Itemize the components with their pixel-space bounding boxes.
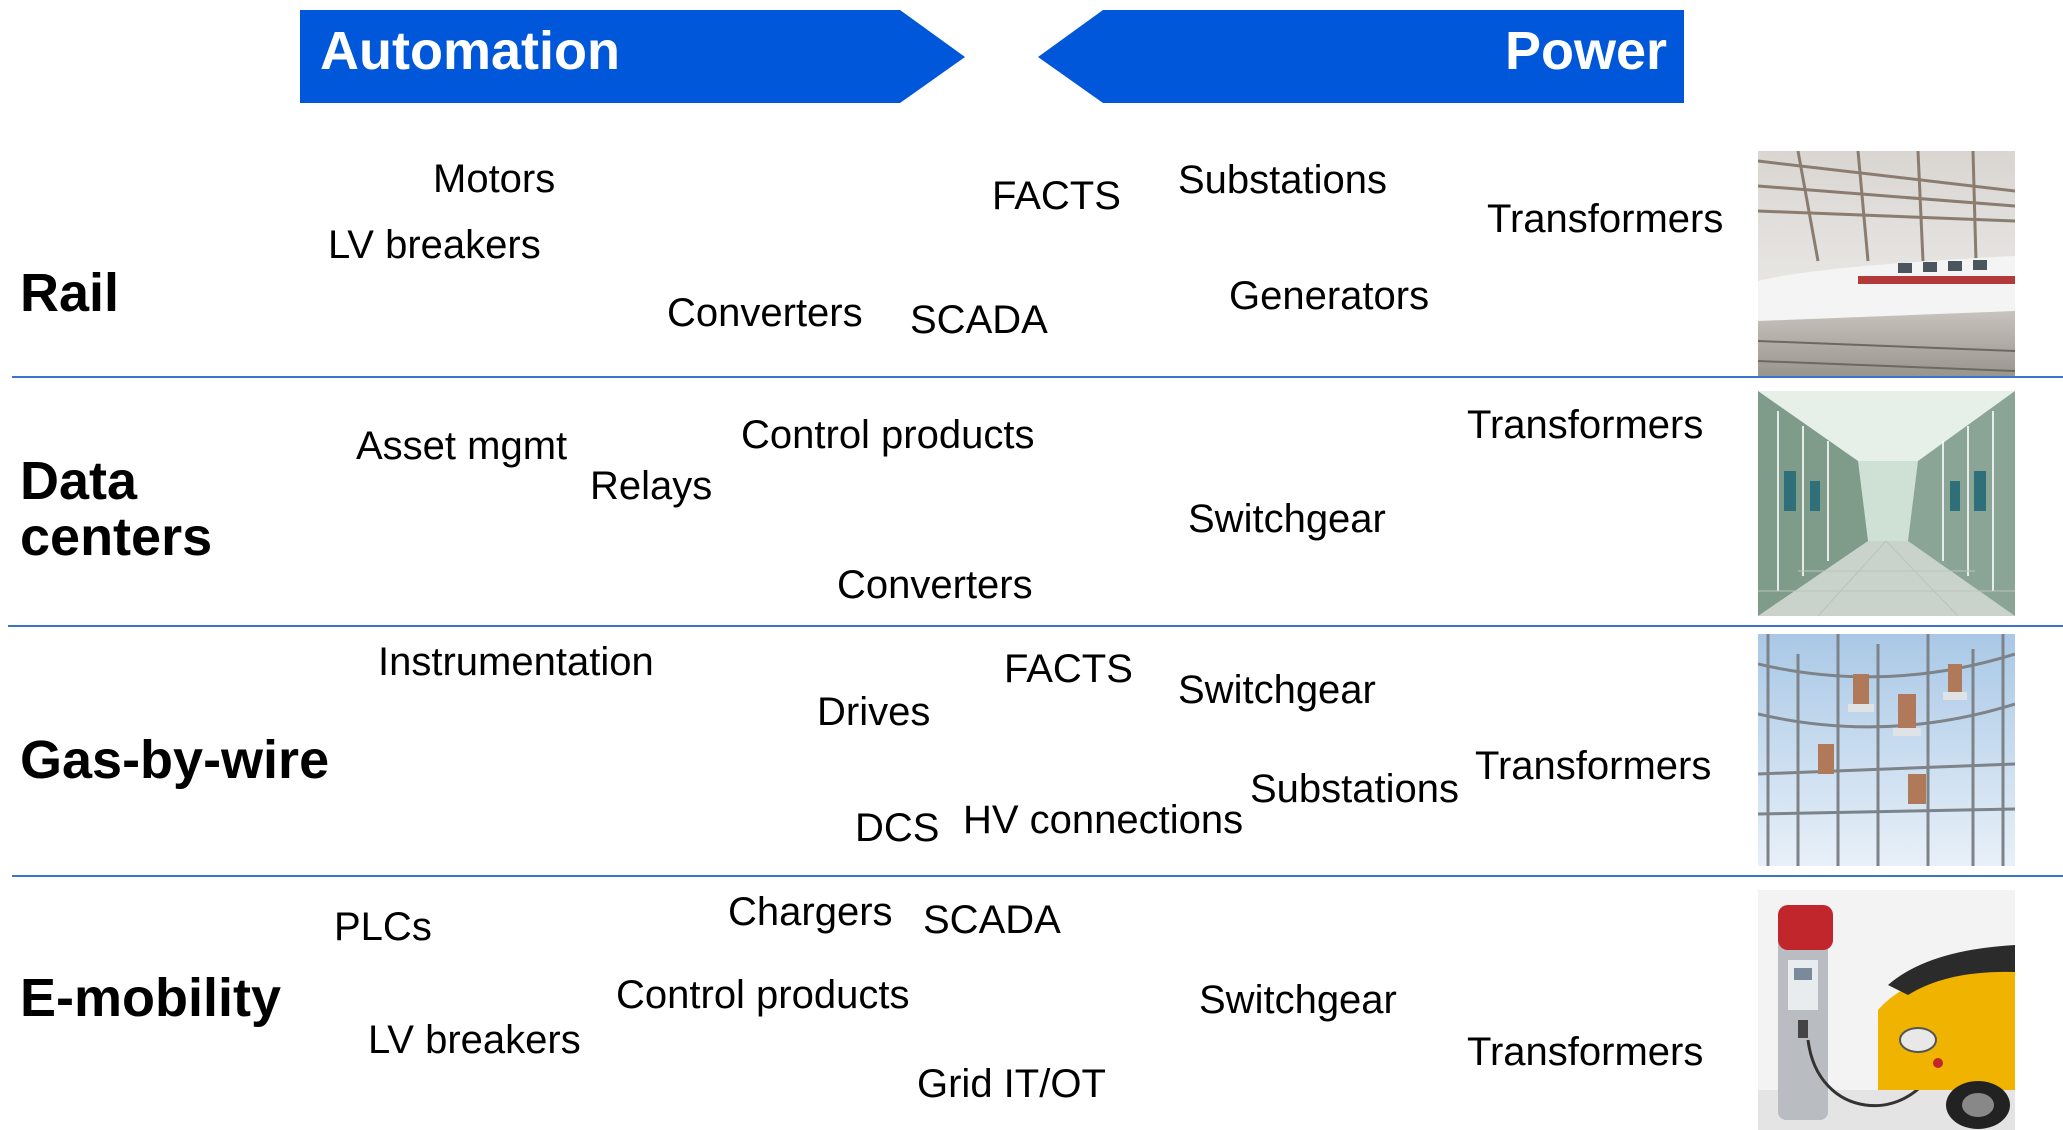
tag: Switchgear	[1188, 497, 1386, 541]
tag: Transformers	[1467, 1030, 1704, 1074]
tag: Converters	[667, 291, 863, 335]
tag: FACTS	[1004, 647, 1133, 691]
header-arrows	[300, 10, 1684, 103]
tag: Chargers	[728, 890, 893, 934]
ev-charger-car-photo	[1758, 890, 2015, 1130]
tag: Transformers	[1467, 403, 1704, 447]
substation-photo	[1758, 634, 2015, 866]
power-label: Power	[1505, 21, 1668, 81]
segment-label-gas-by-wire: Gas-by-wire	[20, 730, 330, 790]
tag: DCS	[855, 806, 940, 850]
tag: Transformers	[1475, 744, 1712, 788]
tag: Substations	[1178, 158, 1388, 202]
data-center-corridor-photo	[1758, 391, 2015, 616]
tag: Generators	[1229, 274, 1430, 318]
tag: LV breakers	[368, 1018, 581, 1062]
tag: Grid IT/OT	[917, 1062, 1106, 1106]
high-speed-train-photo	[1758, 151, 2015, 376]
tag: Asset mgmt	[356, 424, 568, 468]
tag: Control products	[616, 973, 910, 1017]
tag: Switchgear	[1199, 978, 1397, 1022]
tag: Switchgear	[1178, 668, 1376, 712]
tag: Motors	[433, 157, 556, 201]
tag: LV breakers	[328, 223, 541, 267]
segment-label-data-centers: Data centers	[20, 451, 213, 567]
tag: Control products	[741, 413, 1035, 457]
automation-label: Automation	[320, 21, 620, 81]
tag: SCADA	[910, 298, 1048, 342]
segment-label-e-mobility: E-mobility	[20, 968, 282, 1028]
tag: PLCs	[334, 905, 432, 949]
tag: FACTS	[992, 174, 1121, 218]
automation-arrow-shape	[300, 10, 965, 103]
segment-label-rail: Rail	[20, 263, 120, 323]
tag: Instrumentation	[378, 640, 654, 684]
row-divider	[12, 875, 2063, 877]
tag: Substations	[1250, 767, 1460, 811]
tag: Converters	[837, 563, 1033, 607]
power-arrow-shape	[1038, 10, 1684, 103]
tag: Drives	[817, 690, 931, 734]
tag: HV connections	[963, 798, 1244, 842]
tag: Transformers	[1487, 197, 1724, 241]
tag: SCADA	[923, 898, 1061, 942]
row-divider	[12, 376, 2063, 378]
row-divider	[8, 625, 2063, 627]
tag: Relays	[590, 464, 713, 508]
